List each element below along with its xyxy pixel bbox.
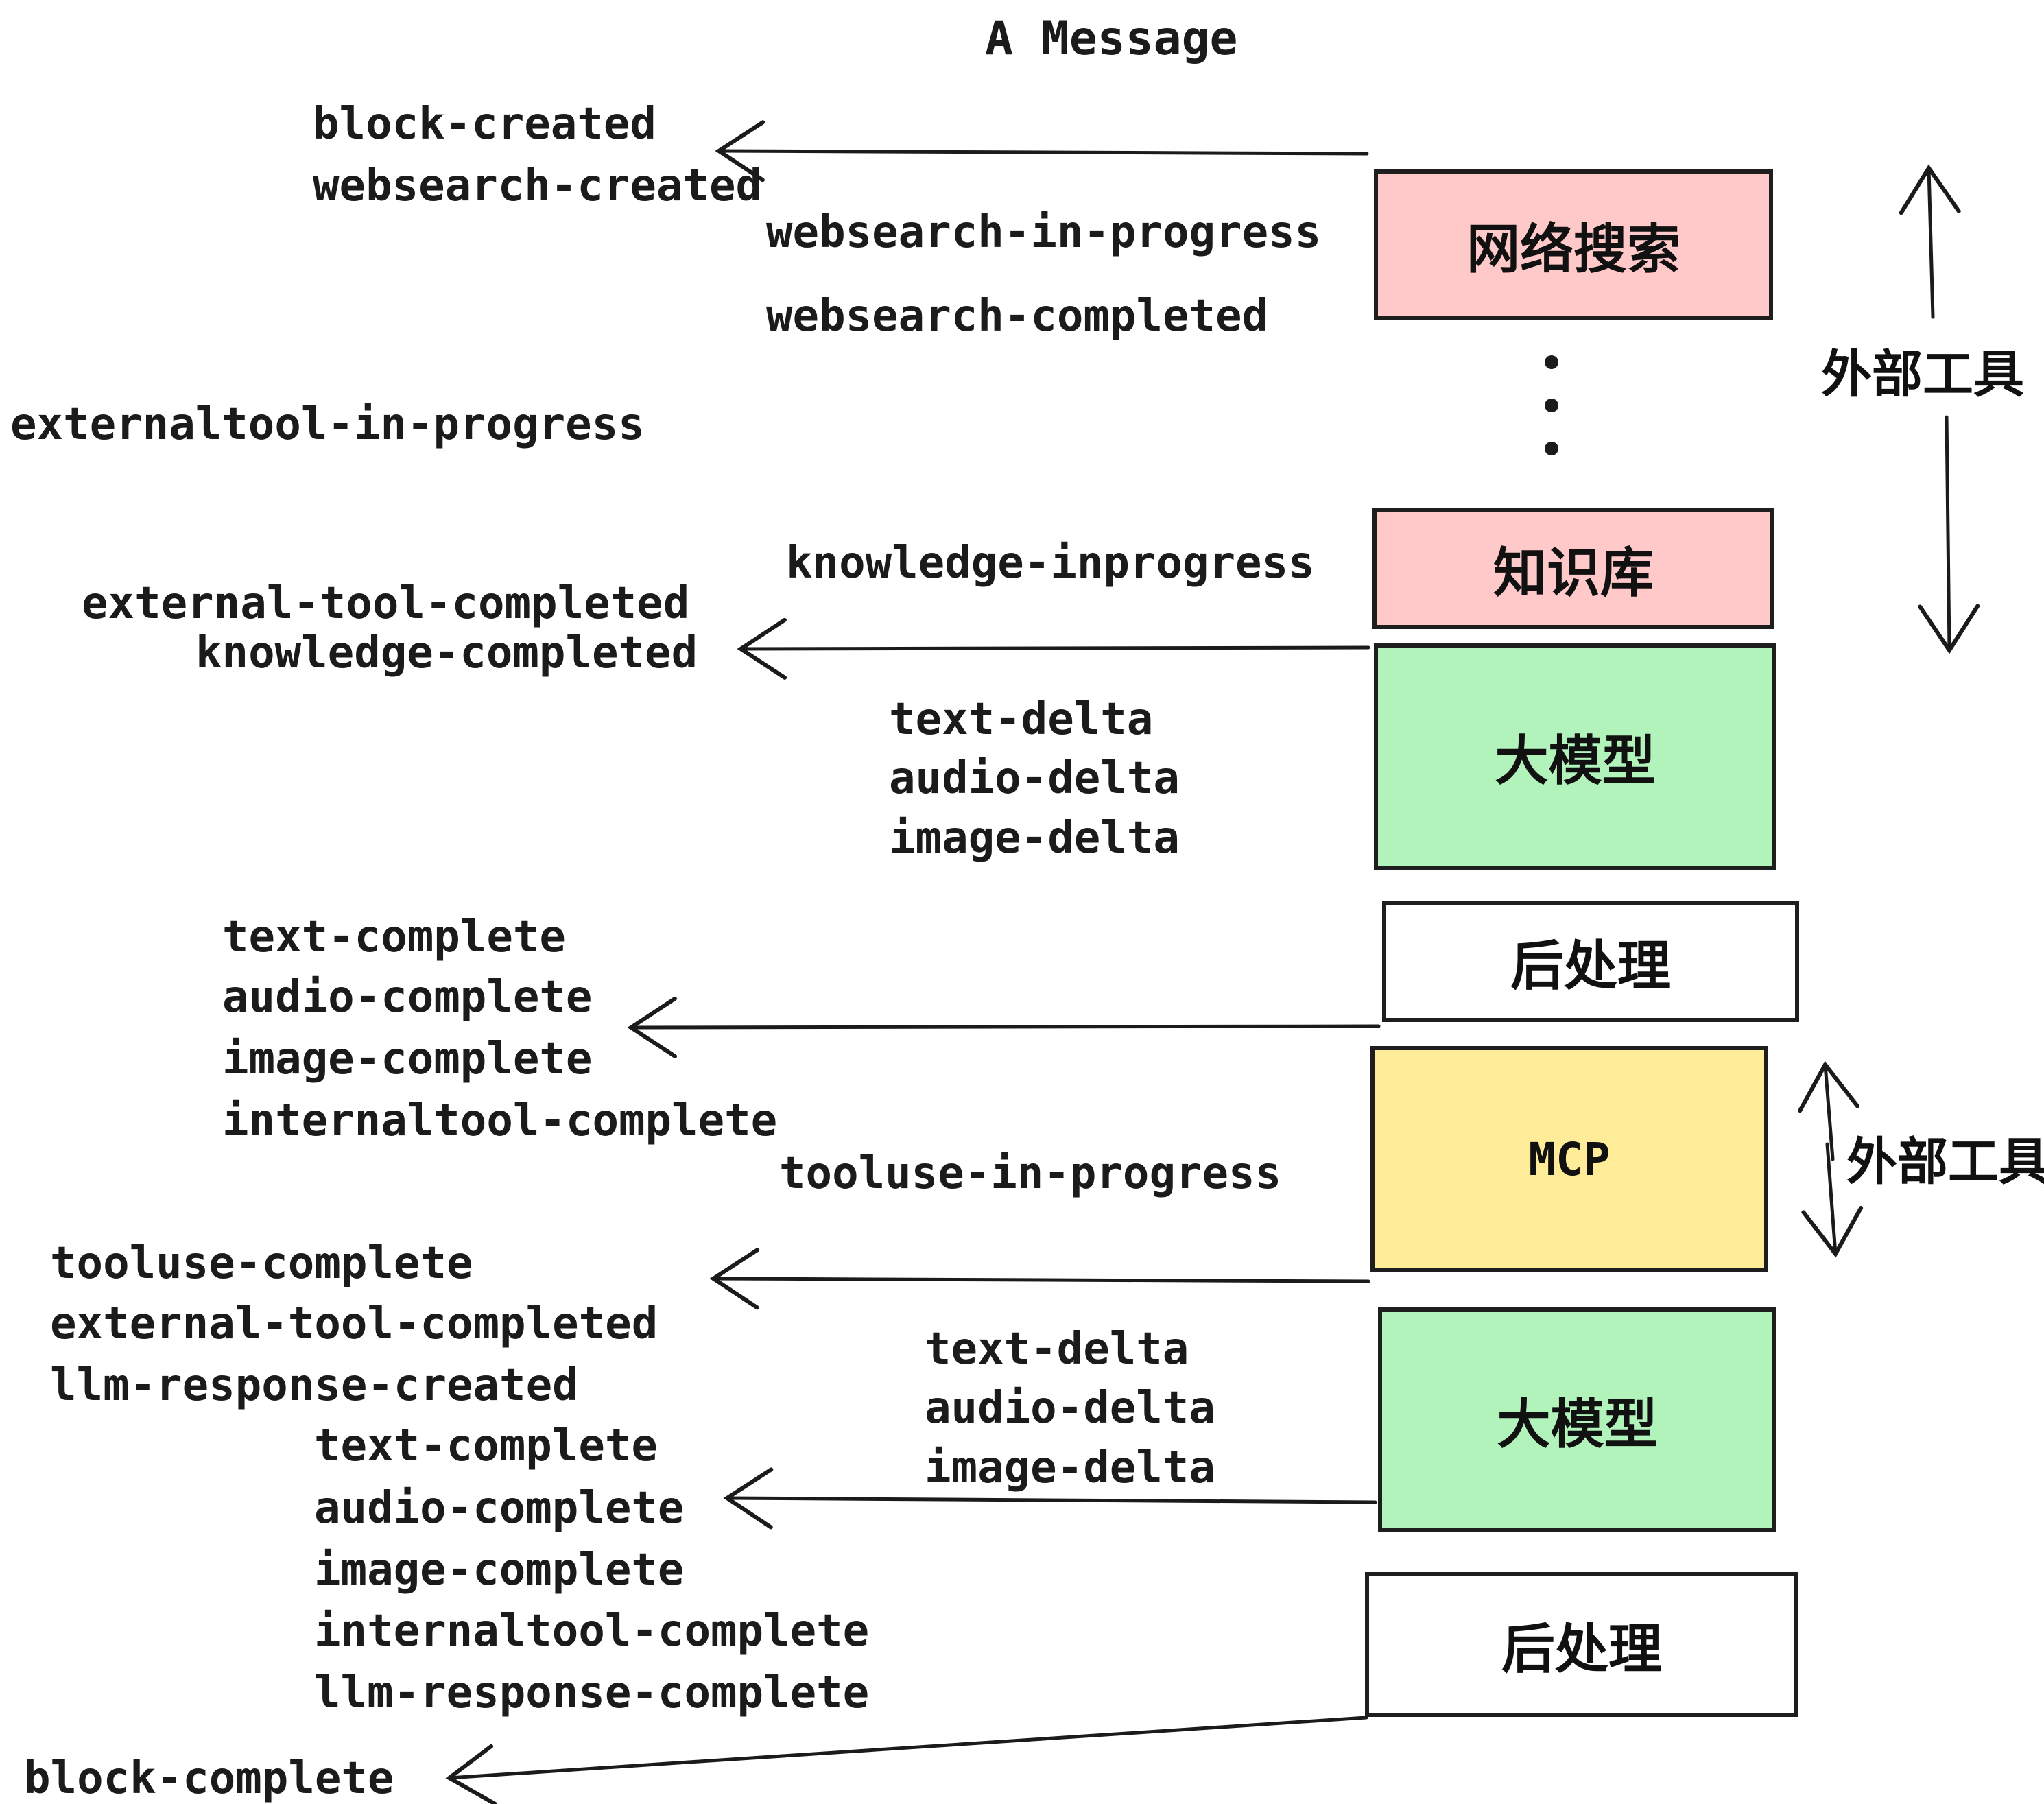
- event-block-created: block-created: [313, 99, 656, 150]
- event-websearch-in-progress: websearch-in-progress: [766, 207, 1322, 258]
- event-knowledge-completed: knowledge-completed: [195, 628, 698, 678]
- ellipsis-dot: [1545, 399, 1558, 412]
- box-websearch-label: 网络搜索: [1466, 218, 1680, 281]
- event-image-delta-2: image-delta: [925, 1443, 1215, 1493]
- box-postprocess-1: 后处理: [1382, 901, 1799, 1022]
- external-tools-arrow-1-down: [1918, 415, 1980, 654]
- side-label-external-tools-2: 外部工具: [1846, 1132, 2044, 1191]
- event-tooluse-in-progress: tooluse-in-progress: [779, 1148, 1282, 1199]
- event-llm-response-created: llm-response-created: [50, 1360, 579, 1411]
- event-websearch-completed: websearch-completed: [766, 291, 1269, 342]
- ellipsis-dot: [1545, 355, 1558, 369]
- event-tooluse-complete: tooluse-complete: [50, 1238, 473, 1289]
- box-llm-2: 大模型: [1378, 1307, 1776, 1532]
- box-postprocess-2-label: 后处理: [1501, 1618, 1662, 1681]
- box-postprocess-2: 后处理: [1365, 1572, 1798, 1717]
- diagram-title: A Message: [985, 12, 1238, 66]
- event-internaltool-complete-1: internaltool-complete: [222, 1095, 778, 1146]
- box-mcp-label: MCP: [1528, 1132, 1611, 1186]
- event-internaltool-complete-2: internaltool-complete: [314, 1606, 870, 1657]
- vertical-ellipsis-dots: [1545, 355, 1558, 455]
- box-websearch: 网络搜索: [1374, 169, 1773, 320]
- external-tools-arrow-2-down: [1801, 1142, 1864, 1258]
- box-knowledge-label: 知识库: [1493, 543, 1654, 604]
- event-text-delta-1: text-delta: [889, 694, 1154, 745]
- box-llm-1: 大模型: [1374, 643, 1776, 870]
- arrow-postprocess1-to-image-complete: [627, 996, 1381, 1058]
- event-llm-response-complete: llm-response-complete: [314, 1667, 870, 1718]
- arrow-knowledge-to-knowledge-completed: [737, 617, 1370, 680]
- side-label-external-tools-1: 外部工具: [1821, 345, 2024, 404]
- box-mcp: MCP: [1370, 1046, 1768, 1272]
- event-websearch-created: websearch-created: [313, 161, 763, 211]
- box-postprocess-1-label: 后处理: [1510, 935, 1671, 997]
- box-llm-1-label: 大模型: [1495, 731, 1656, 792]
- box-llm-2-label: 大模型: [1497, 1394, 1658, 1456]
- event-block-complete: block-complete: [24, 1753, 394, 1804]
- event-image-complete-1: image-complete: [222, 1034, 593, 1084]
- event-externaltool-in-progress: externaltool-in-progress: [10, 399, 645, 450]
- event-image-complete-2: image-complete: [314, 1545, 685, 1595]
- event-audio-delta-1: audio-delta: [889, 753, 1180, 804]
- arrow-websearch-to-block-created: [715, 120, 1369, 182]
- ellipsis-dot: [1545, 442, 1558, 455]
- event-text-complete-1: text-complete: [222, 912, 566, 962]
- event-image-delta-1: image-delta: [889, 813, 1180, 864]
- event-external-tool-completed-2: external-tool-completed: [50, 1298, 658, 1349]
- event-knowledge-inprogress: knowledge-inprogress: [786, 538, 1315, 589]
- event-text-delta-2: text-delta: [925, 1324, 1189, 1375]
- event-audio-delta-2: audio-delta: [925, 1383, 1215, 1434]
- event-text-complete-2: text-complete: [314, 1421, 658, 1471]
- arrow-postprocess2-to-block-complete: [445, 1716, 1368, 1804]
- event-audio-complete-1: audio-complete: [222, 972, 593, 1023]
- event-external-tool-completed-1: external-tool-completed: [82, 578, 690, 629]
- arrow-llm2-to-audio-complete: [723, 1467, 1377, 1530]
- external-tools-arrow-1-up: [1899, 164, 1961, 319]
- external-tools-arrow-2-up: [1798, 1060, 1859, 1161]
- box-knowledge: 知识库: [1372, 508, 1774, 629]
- arrow-mcp-to-tooluse-complete: [709, 1248, 1370, 1310]
- event-audio-complete-2: audio-complete: [314, 1483, 685, 1534]
